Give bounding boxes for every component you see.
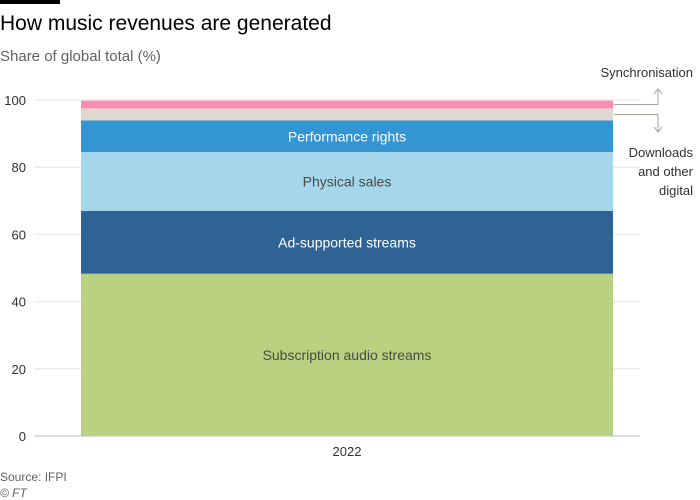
x-tick-label: 2022: [333, 444, 362, 459]
y-tick-label-40: 40: [12, 295, 26, 310]
segment-label-ad-supported-streams: Ad-supported streams: [278, 234, 416, 250]
annotation-downloads-line-1: and other: [638, 164, 694, 179]
sync-arrow-icon: [653, 88, 663, 95]
bar-segment-downloads-and-other-digital: [81, 108, 613, 121]
segment-label-subscription-audio-streams: Subscription audio streams: [263, 347, 432, 363]
credit-note: © FT: [0, 486, 27, 500]
segment-label-physical-sales: Physical sales: [303, 173, 392, 189]
annotation-downloads-line-2: digital: [659, 183, 693, 198]
y-tick-label-20: 20: [12, 362, 26, 377]
chart-subtitle: Share of global total (%): [0, 48, 161, 65]
segment-label-performance-rights: Performance rights: [288, 128, 406, 144]
source-note: Source: IFPI: [0, 470, 67, 484]
chart-title: How music revenues are generated: [0, 12, 332, 35]
y-tick-label-60: 60: [12, 227, 26, 242]
y-tick-label-80: 80: [12, 160, 26, 175]
y-tick-label-0: 0: [19, 429, 26, 444]
downloads-arrow-icon: [653, 126, 663, 133]
bar-segment-ad-supported-streams: [81, 210, 613, 274]
bar-segment-physical-sales: [81, 152, 613, 211]
bar-segment-synchronisation: [81, 100, 613, 109]
bar-segment-subscription-audio-streams: [81, 273, 613, 436]
top-rule: [0, 0, 60, 4]
annotation-downloads-line-0: Downloads: [629, 145, 694, 160]
bar-segment-performance-rights: [81, 120, 613, 153]
annotation-synchronisation: Synchronisation: [601, 65, 694, 80]
y-tick-label-100: 100: [4, 93, 26, 108]
